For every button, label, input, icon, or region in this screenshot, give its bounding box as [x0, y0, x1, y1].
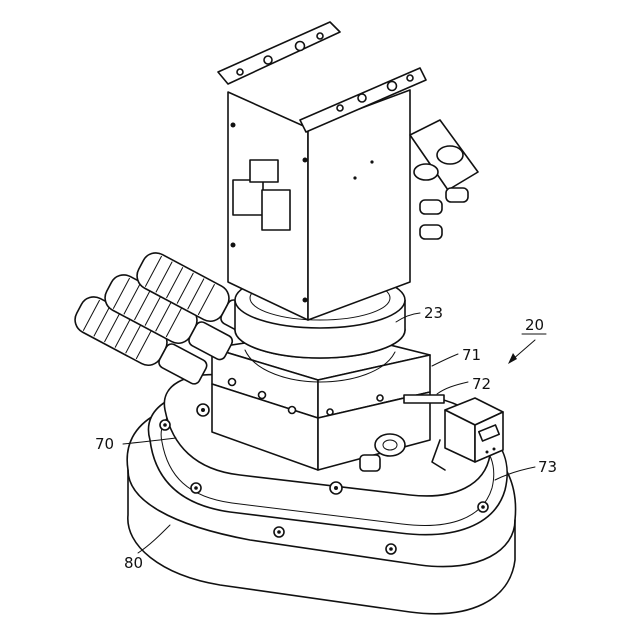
label-rotary-unit: 23 [424, 304, 443, 322]
upper-housing [218, 22, 426, 320]
fitting-bracket [410, 120, 478, 239]
label-base-plate: 80 [124, 554, 143, 572]
label-valve: 72 [472, 375, 491, 393]
label-suction-pad: 70 [95, 435, 114, 453]
label-block: 71 [462, 346, 481, 364]
label-sensor: 73 [538, 458, 557, 476]
label-device: 20 [525, 316, 544, 334]
